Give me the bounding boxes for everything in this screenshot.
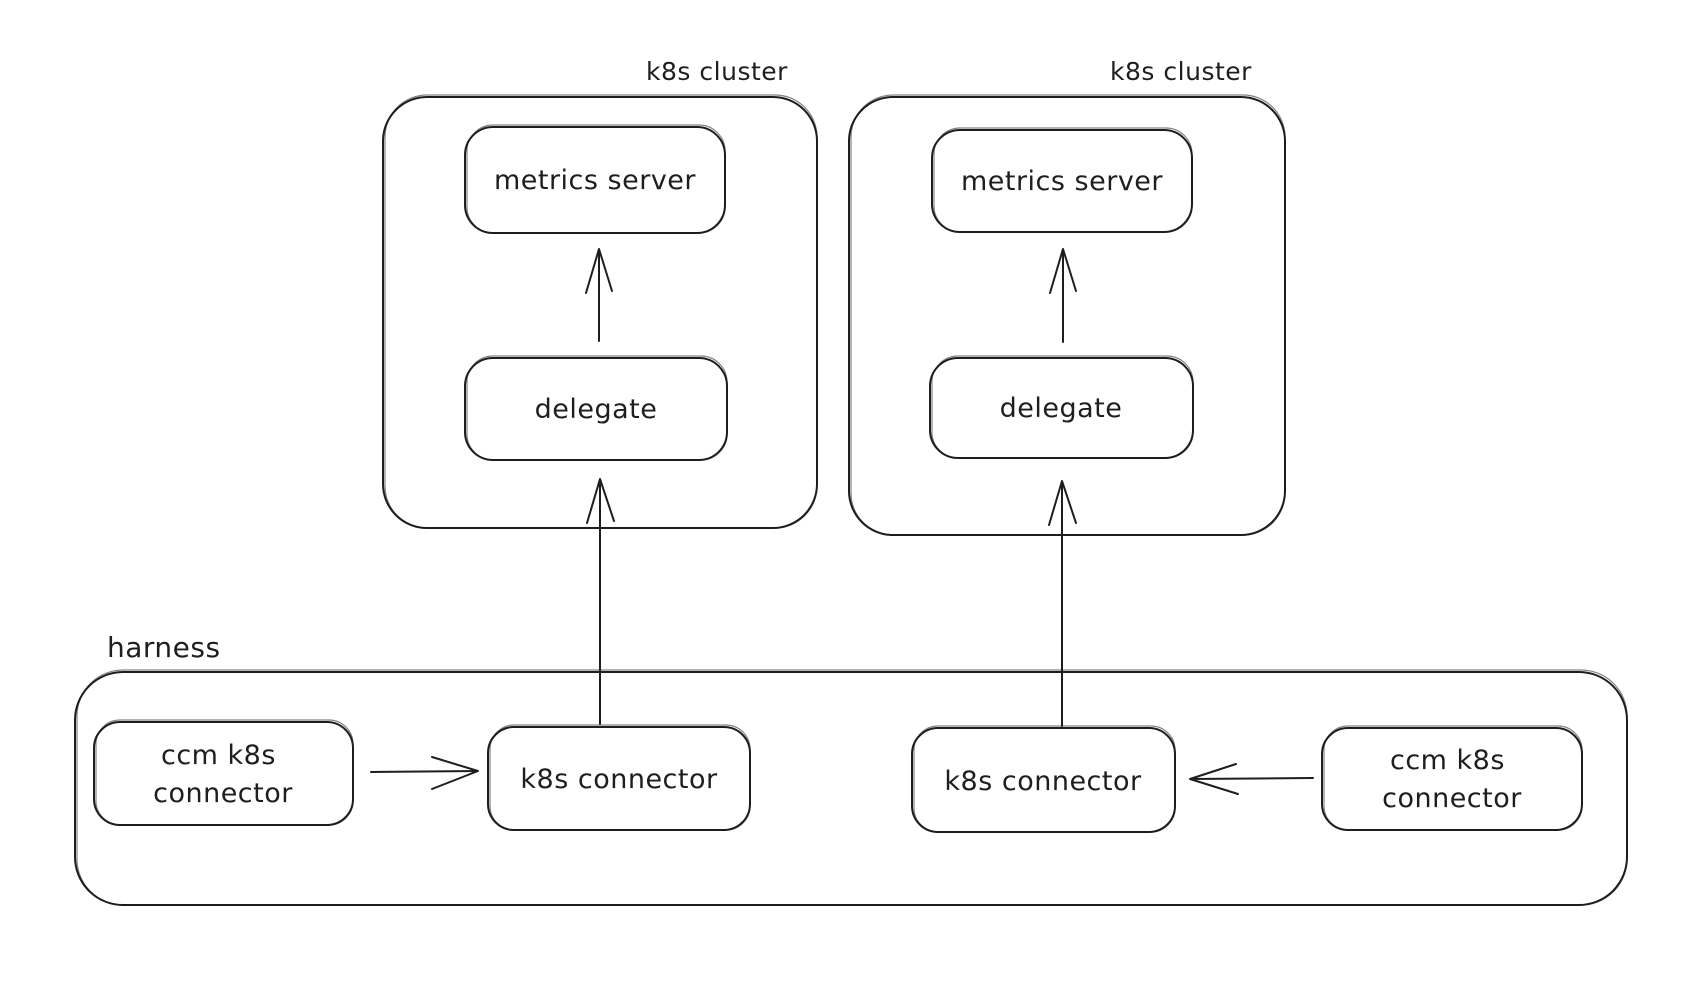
k8s-cluster-right-label[interactable]: k8s cluster	[1110, 57, 1252, 86]
ccm-k8s-connector-right-label: ccm k8s connector	[1382, 745, 1522, 814]
ccm-k8s-connector-node-right[interactable]: ccm k8s connector	[1321, 725, 1583, 831]
delegate-node-right[interactable]: delegate	[929, 355, 1194, 459]
k8s-connector-right-label: k8s connector	[944, 766, 1142, 797]
delegate-left-label: delegate	[535, 394, 658, 425]
arrow-k8s-connector-to-delegate-left[interactable]	[586, 478, 615, 725]
ccm-left-line1: ccm k8s	[161, 740, 276, 771]
sketch-stroke	[931, 355, 1194, 459]
arrow-delegate-to-metrics-left[interactable]	[585, 248, 613, 342]
arrow-delegate-to-metrics-right[interactable]	[1049, 248, 1077, 343]
k8s-cluster-left-label[interactable]: k8s cluster	[646, 57, 788, 86]
k8s-connector-node-left[interactable]: k8s connector	[487, 724, 751, 831]
delegate-node-left[interactable]: delegate	[464, 355, 728, 461]
harness-group: harness ccm k8s connector k8s connector …	[74, 631, 1628, 906]
k8s-connector-node-right[interactable]: k8s connector	[911, 725, 1176, 833]
delegate-right-label: delegate	[1000, 393, 1123, 424]
sketch-stroke	[1323, 725, 1583, 831]
arrow-ccm-to-k8s-connector-right[interactable]	[1189, 763, 1314, 795]
k8s-connector-left-label: k8s connector	[520, 764, 718, 795]
sketch-stroke	[489, 724, 751, 831]
ccm-k8s-connector-node-left[interactable]: ccm k8s connector	[93, 719, 354, 826]
sketch-stroke	[466, 355, 728, 461]
ccm-k8s-connector-left-label: ccm k8s connector	[153, 740, 293, 809]
metrics-server-left-label: metrics server	[494, 165, 696, 196]
sketch-stroke	[95, 719, 354, 826]
k8s-cluster-left: k8s cluster metrics server delegate	[382, 57, 818, 529]
arrow-ccm-to-k8s-connector-left[interactable]	[370, 756, 479, 790]
ccm-right-line1: ccm k8s	[1390, 745, 1505, 776]
sketch-stroke	[466, 124, 726, 234]
metrics-server-node-left[interactable]: metrics server	[464, 124, 726, 234]
ccm-right-line2: connector	[1382, 783, 1522, 814]
metrics-server-node-right[interactable]: metrics server	[931, 127, 1193, 233]
k8s-cluster-right: k8s cluster metrics server delegate	[848, 57, 1286, 536]
sketch-stroke	[850, 94, 1286, 536]
sketch-stroke	[913, 725, 1176, 833]
metrics-server-right-label: metrics server	[961, 166, 1163, 197]
arrow-k8s-connector-to-delegate-right[interactable]	[1048, 480, 1077, 727]
sketch-stroke	[76, 669, 1628, 906]
sketch-stroke	[933, 127, 1193, 233]
ccm-left-line2: connector	[153, 778, 293, 809]
harness-label[interactable]: harness	[107, 631, 221, 664]
